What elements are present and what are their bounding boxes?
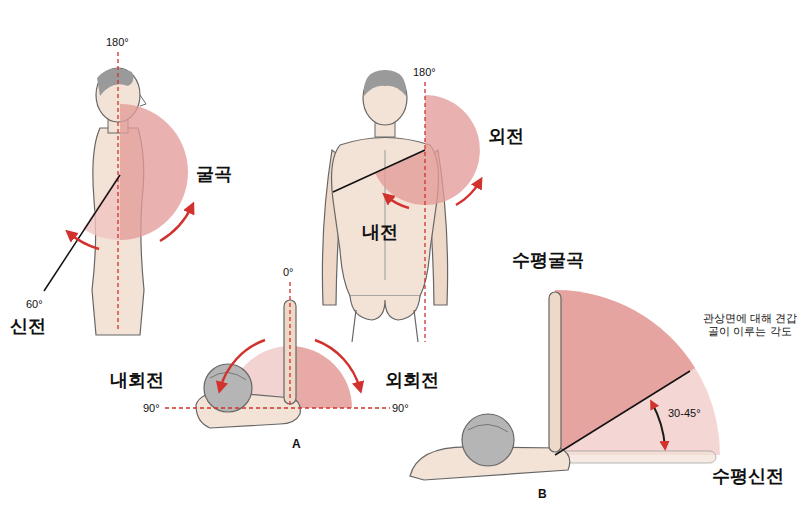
horizontal-figure [410, 290, 720, 480]
motion-label: 내전 [362, 222, 398, 243]
motion-label: 신전 [10, 316, 46, 337]
abduction-sector [375, 95, 480, 205]
angle-line [44, 175, 120, 291]
reference-line [117, 52, 118, 332]
angle-label: 180° [413, 66, 436, 79]
motion-label: 굴곡 [196, 164, 232, 185]
motion-label: 수평신전 [712, 466, 784, 487]
motion-label: 외전 [488, 126, 524, 147]
hair [364, 70, 406, 96]
extended-arm [560, 451, 716, 463]
panel-letter: B [538, 488, 547, 502]
nose [140, 95, 146, 106]
head [462, 414, 514, 466]
raised-arm [549, 292, 561, 452]
reference-line [165, 407, 390, 408]
angle-label: 90° [392, 402, 409, 415]
angle-label: 30-45° [668, 407, 701, 420]
flexion-sector [120, 104, 188, 240]
motion-arrow [315, 340, 360, 389]
rotation-figure [165, 282, 390, 428]
back-view-figure [322, 70, 480, 342]
reference-line [424, 82, 425, 342]
motion-arrow [160, 206, 192, 241]
motion-label: 내회전 [110, 370, 164, 391]
motion-arrow [456, 181, 480, 205]
external-rotation-sector [290, 346, 352, 408]
angle-label: 60° [26, 298, 43, 311]
angle-label: 90° [143, 402, 160, 415]
angle-label: 180° [106, 36, 129, 49]
motion-arrow [69, 233, 99, 249]
angle-line [333, 150, 425, 192]
angle-arrow [652, 403, 665, 447]
panel-letter: A [292, 438, 301, 452]
horizontal-flexion-sector [555, 290, 695, 455]
angle-label: 0° [283, 266, 294, 279]
horizontal-sector [555, 290, 720, 455]
motion-label: 외회전 [385, 370, 439, 391]
hair [468, 424, 508, 432]
head [363, 71, 407, 125]
side-view-figure [44, 52, 192, 335]
buttocks [350, 296, 420, 320]
motion-arrow [220, 340, 265, 389]
note-label: 관상면에 대해 견갑골이 이루는 각도 [700, 312, 800, 337]
reference-line [289, 282, 290, 408]
hair [210, 372, 246, 380]
motion-arrow [386, 196, 409, 208]
legs [352, 310, 418, 342]
motion-label: 수평굴곡 [512, 250, 584, 271]
hair [97, 68, 133, 96]
